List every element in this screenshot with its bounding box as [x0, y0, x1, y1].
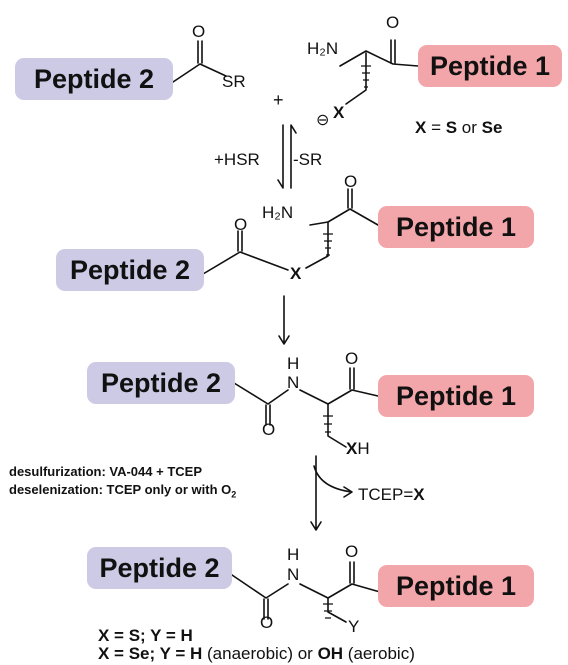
- bond: [197, 251, 289, 278]
- amine-h2n: H₂N: [307, 39, 339, 58]
- bond: [233, 382, 379, 405]
- amide-oxygen: O: [260, 613, 274, 632]
- forward-reagent: +HSR: [214, 150, 260, 169]
- carbonyl-oxygen: O: [192, 22, 206, 41]
- peptide-1-label-row4: Peptide 1: [378, 565, 534, 607]
- carbonyl-bond: [390, 39, 396, 64]
- deselenization-conditions: deselenization: TCEP only or with O2: [9, 482, 237, 500]
- reverse-reagent: -SR: [293, 150, 323, 169]
- carbonyl-oxygen: O: [344, 172, 358, 191]
- bond: [327, 597, 347, 623]
- x-definition: X = S or Se: [415, 118, 503, 137]
- thioester-x: X: [290, 264, 302, 283]
- carbonyl-bond: [347, 188, 353, 209]
- carbonyl-oxygen: O: [345, 542, 359, 561]
- carbonyl-bond: [349, 561, 355, 584]
- byproduct-tcep-x: TCEP=X: [358, 485, 425, 504]
- result-line-2: X = Se; Y = H (anaerobic) or OH (aerobic…: [98, 644, 415, 663]
- result-line-1: X = S; Y = H: [98, 626, 193, 645]
- bond: [327, 403, 347, 448]
- byproduct-arrow: [313, 465, 353, 498]
- side-chain-xh: XH: [346, 439, 370, 458]
- side-chain-y: Y: [348, 617, 360, 636]
- carbonyl-oxygen: O: [386, 13, 400, 32]
- peptide-1-label-row2: Peptide 1: [378, 206, 534, 248]
- carbonyl-oxygen: O: [234, 215, 248, 234]
- carbonyl-oxygen: O: [345, 349, 359, 368]
- reaction-arrow: [278, 295, 290, 345]
- peptide-1-label-row3: Peptide 1: [378, 375, 534, 417]
- carbonyl-bond: [349, 367, 355, 390]
- carbonyl-bond: [237, 230, 243, 252]
- amide-h: H: [287, 354, 300, 373]
- amine-h2n: H₂N: [262, 203, 294, 222]
- peptide-2-label-row3: Peptide 2: [87, 362, 235, 404]
- peptide-2-label-row1: Peptide 2: [15, 58, 173, 100]
- bond: [231, 574, 381, 599]
- equilibrium-arrow: [290, 124, 297, 189]
- peptide-2-label-row2: Peptide 2: [56, 249, 204, 291]
- peptide-2-label-row4: Peptide 2: [87, 547, 232, 589]
- negative-charge: ⊖: [316, 112, 330, 129]
- stereo-hash-bond: [361, 65, 371, 88]
- amide-n: N: [287, 565, 300, 584]
- amide-n: N: [287, 373, 300, 392]
- stereo-hash-bond: [323, 233, 333, 256]
- bond: [305, 208, 379, 269]
- carbonyl-bond: [197, 40, 203, 64]
- stereo-hash-bond: [323, 415, 333, 433]
- peptide-1-label-row1: Peptide 1: [418, 45, 562, 87]
- nucleophile-x: X: [333, 103, 345, 122]
- thioester-sr: SR: [222, 72, 246, 91]
- desulfurization-conditions: desulfurization: VA-044 + TCEP: [9, 464, 202, 479]
- carbonyl-bond: [265, 404, 271, 426]
- plus-sign: +: [273, 90, 284, 110]
- bond: [339, 50, 419, 67]
- amide-h: H: [287, 545, 300, 564]
- bond: [345, 52, 367, 105]
- stereo-hash-bond: [323, 603, 333, 619]
- bond: [309, 221, 329, 226]
- reaction-arrow: [310, 455, 322, 531]
- carbonyl-bond: [263, 598, 269, 620]
- bond: [172, 63, 227, 83]
- equilibrium-arrow: [277, 124, 284, 189]
- amide-oxygen: O: [262, 420, 276, 439]
